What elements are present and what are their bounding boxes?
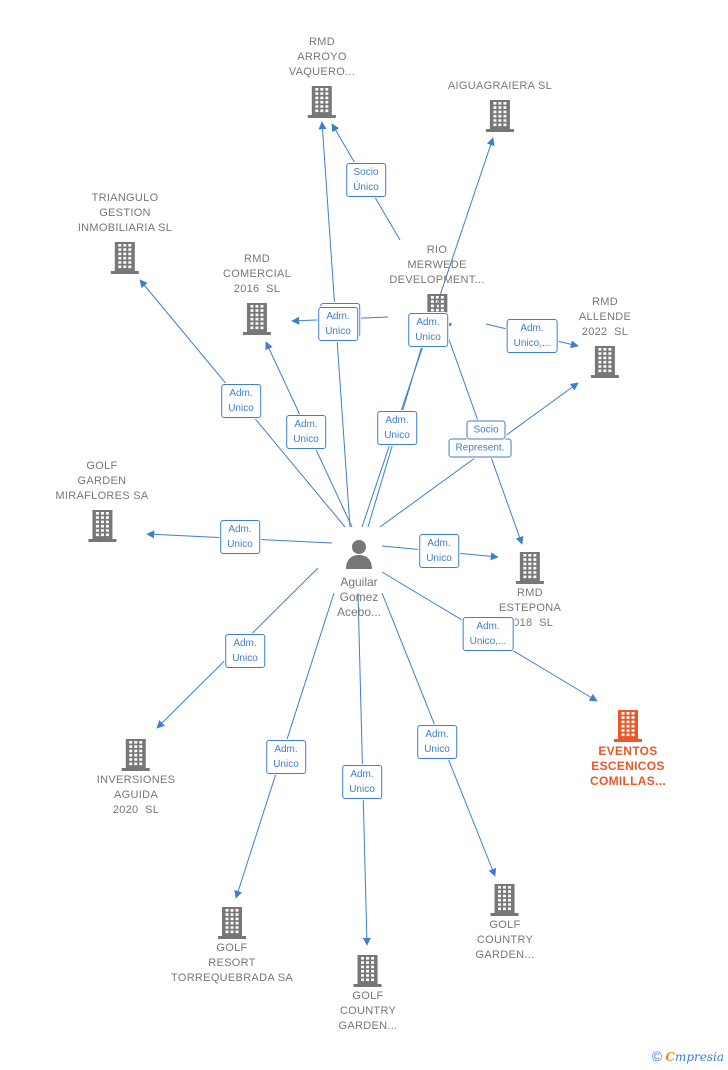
building-icon (242, 303, 271, 335)
company-name: RMD COMERCIAL 2016 SL (222, 253, 292, 295)
copyright-brand: © Cmpresia (652, 1048, 724, 1064)
edge-label[interactable]: Adm. Unico (377, 411, 417, 445)
edge-label[interactable]: Adm. Unico (225, 634, 265, 668)
company-name: RMD ALLENDE 2022 SL (578, 296, 632, 338)
company-node[interactable]: GOLF RESORT TORREQUEBRADA SA (171, 905, 293, 986)
company-name: GOLF GARDEN MIRAFLORES SA (55, 460, 149, 502)
building-icon (486, 100, 514, 132)
company-name: RIO MERWEDE DEVELOPMENT... (389, 244, 485, 286)
edge-label[interactable]: Adm. Unico (417, 725, 457, 759)
company-node[interactable]: AIGUAGRAIERA SL (448, 79, 552, 132)
company-name: EVENTOS ESCENICOS COMILLAS... (590, 744, 666, 788)
edge-label[interactable]: Adm. Unico (318, 307, 358, 341)
person-name: Aguilar Gomez Acebo... (336, 575, 382, 619)
building-icon (590, 346, 619, 378)
edge-label[interactable]: Socio (466, 420, 506, 440)
building-icon (614, 710, 642, 742)
building-icon (87, 510, 116, 542)
company-name: GOLF COUNTRY GARDEN... (475, 919, 535, 961)
company-node[interactable]: RMD COMERCIAL 2016 SL (223, 252, 291, 335)
building-icon (111, 242, 139, 274)
edge-label[interactable]: Adm. Unico (419, 534, 459, 568)
brand-logo-letter: C (665, 1050, 675, 1064)
edge-label[interactable]: Adm. Unico,... (462, 617, 514, 651)
edge-label[interactable]: Socio Único (346, 163, 386, 197)
edge-label[interactable]: Adm. Unico (286, 415, 326, 449)
company-name: GOLF RESORT TORREQUEBRADA SA (171, 942, 293, 984)
edge-label[interactable]: Adm. Unico (266, 740, 306, 774)
company-node[interactable]: GOLF COUNTRY GARDEN... (476, 882, 535, 963)
building-icon (122, 739, 150, 771)
edge-label[interactable]: Represent. (448, 438, 512, 458)
person-icon (346, 540, 372, 569)
company-name: RMD ARROYO VAQUERO... (288, 36, 356, 78)
edge-label[interactable]: Adm. Unico (220, 520, 260, 554)
company-name: INVERSIONES AGUIDA 2020 SL (96, 774, 176, 816)
copyright-icon: © (651, 1048, 663, 1064)
company-node[interactable]: RMD ALLENDE 2022 SL (579, 295, 631, 378)
building-icon (218, 907, 246, 939)
edge-label[interactable]: Adm. Unico (408, 313, 448, 347)
edge-label[interactable]: Adm. Unico (221, 384, 261, 418)
edge-label[interactable]: Adm. Unico (342, 765, 382, 799)
brand-logo-text: mpresia (674, 1050, 724, 1064)
company-node[interactable]: RMD ARROYO VAQUERO... (289, 35, 355, 118)
company-node[interactable]: EVENTOS ESCENICOS COMILLAS... (590, 708, 666, 789)
building-icon (354, 955, 382, 987)
company-node[interactable]: GOLF COUNTRY GARDEN... (339, 953, 398, 1034)
building-icon (516, 552, 544, 584)
company-node[interactable]: GOLF GARDEN MIRAFLORES SA (55, 459, 148, 542)
edges-layer (139, 121, 598, 946)
person-node[interactable]: Aguilar Gomez Acebo... (337, 538, 381, 620)
building-icon (308, 86, 336, 118)
company-node[interactable]: TRIANGULO GESTION INMOBILIARIA SL (78, 191, 172, 274)
company-name: TRIANGULO GESTION INMOBILIARIA SL (77, 192, 173, 234)
company-name: AIGUAGRAIERA SL (447, 80, 553, 92)
edge-label[interactable]: Adm. Unico,... (506, 319, 558, 353)
building-icon (491, 884, 519, 916)
company-node[interactable]: INVERSIONES AGUIDA 2020 SL (97, 737, 176, 818)
company-name: GOLF COUNTRY GARDEN... (338, 990, 398, 1032)
